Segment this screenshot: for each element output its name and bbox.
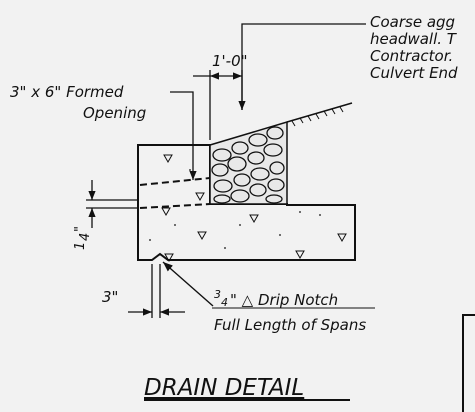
- formed-opening-label-2: Opening: [83, 104, 146, 122]
- formed-opening-leader: [170, 91, 197, 180]
- full-length-label: Full Length of Spans: [214, 316, 366, 334]
- slope-hatching: [291, 106, 344, 127]
- note-line-3: Contractor.: [370, 47, 453, 65]
- drawing-title: DRAIN DETAIL: [144, 375, 304, 401]
- note-line-1: Coarse agg: [370, 13, 455, 31]
- backfill-slope: [286, 102, 353, 123]
- aggregate-leader: [238, 23, 366, 110]
- formed-opening-label-1: 3" x 6" Formed: [10, 83, 124, 101]
- vertical-dim-den: 4: [78, 233, 93, 241]
- top-dimension: [193, 70, 243, 140]
- vertical-dimension: [86, 180, 138, 228]
- dimension-bottom-label: 3": [102, 288, 118, 306]
- note-line-2: headwall. T: [370, 30, 458, 48]
- formed-opening: [139, 177, 211, 209]
- drip-notch-leader: [162, 261, 214, 307]
- vertical-dim-num: 1: [73, 242, 88, 250]
- dimension-top-label: 1'-0": [212, 52, 248, 70]
- note-line-4: Culvert End: [370, 64, 458, 82]
- vertical-dim-unit: ": [73, 226, 88, 232]
- drip-fraction-num: 3: [214, 288, 221, 301]
- drip-fraction-den: 4: [221, 296, 228, 309]
- title-block-edge: [462, 314, 475, 412]
- drip-notch-label: " △ Drip Notch: [230, 291, 338, 309]
- concrete-symbols: [161, 154, 347, 263]
- concrete-dots: [149, 169, 321, 249]
- coarse-aggregate: [209, 120, 288, 205]
- vertical-dimension-label: 1 4 ": [73, 226, 93, 250]
- bottom-dimension: [128, 264, 185, 318]
